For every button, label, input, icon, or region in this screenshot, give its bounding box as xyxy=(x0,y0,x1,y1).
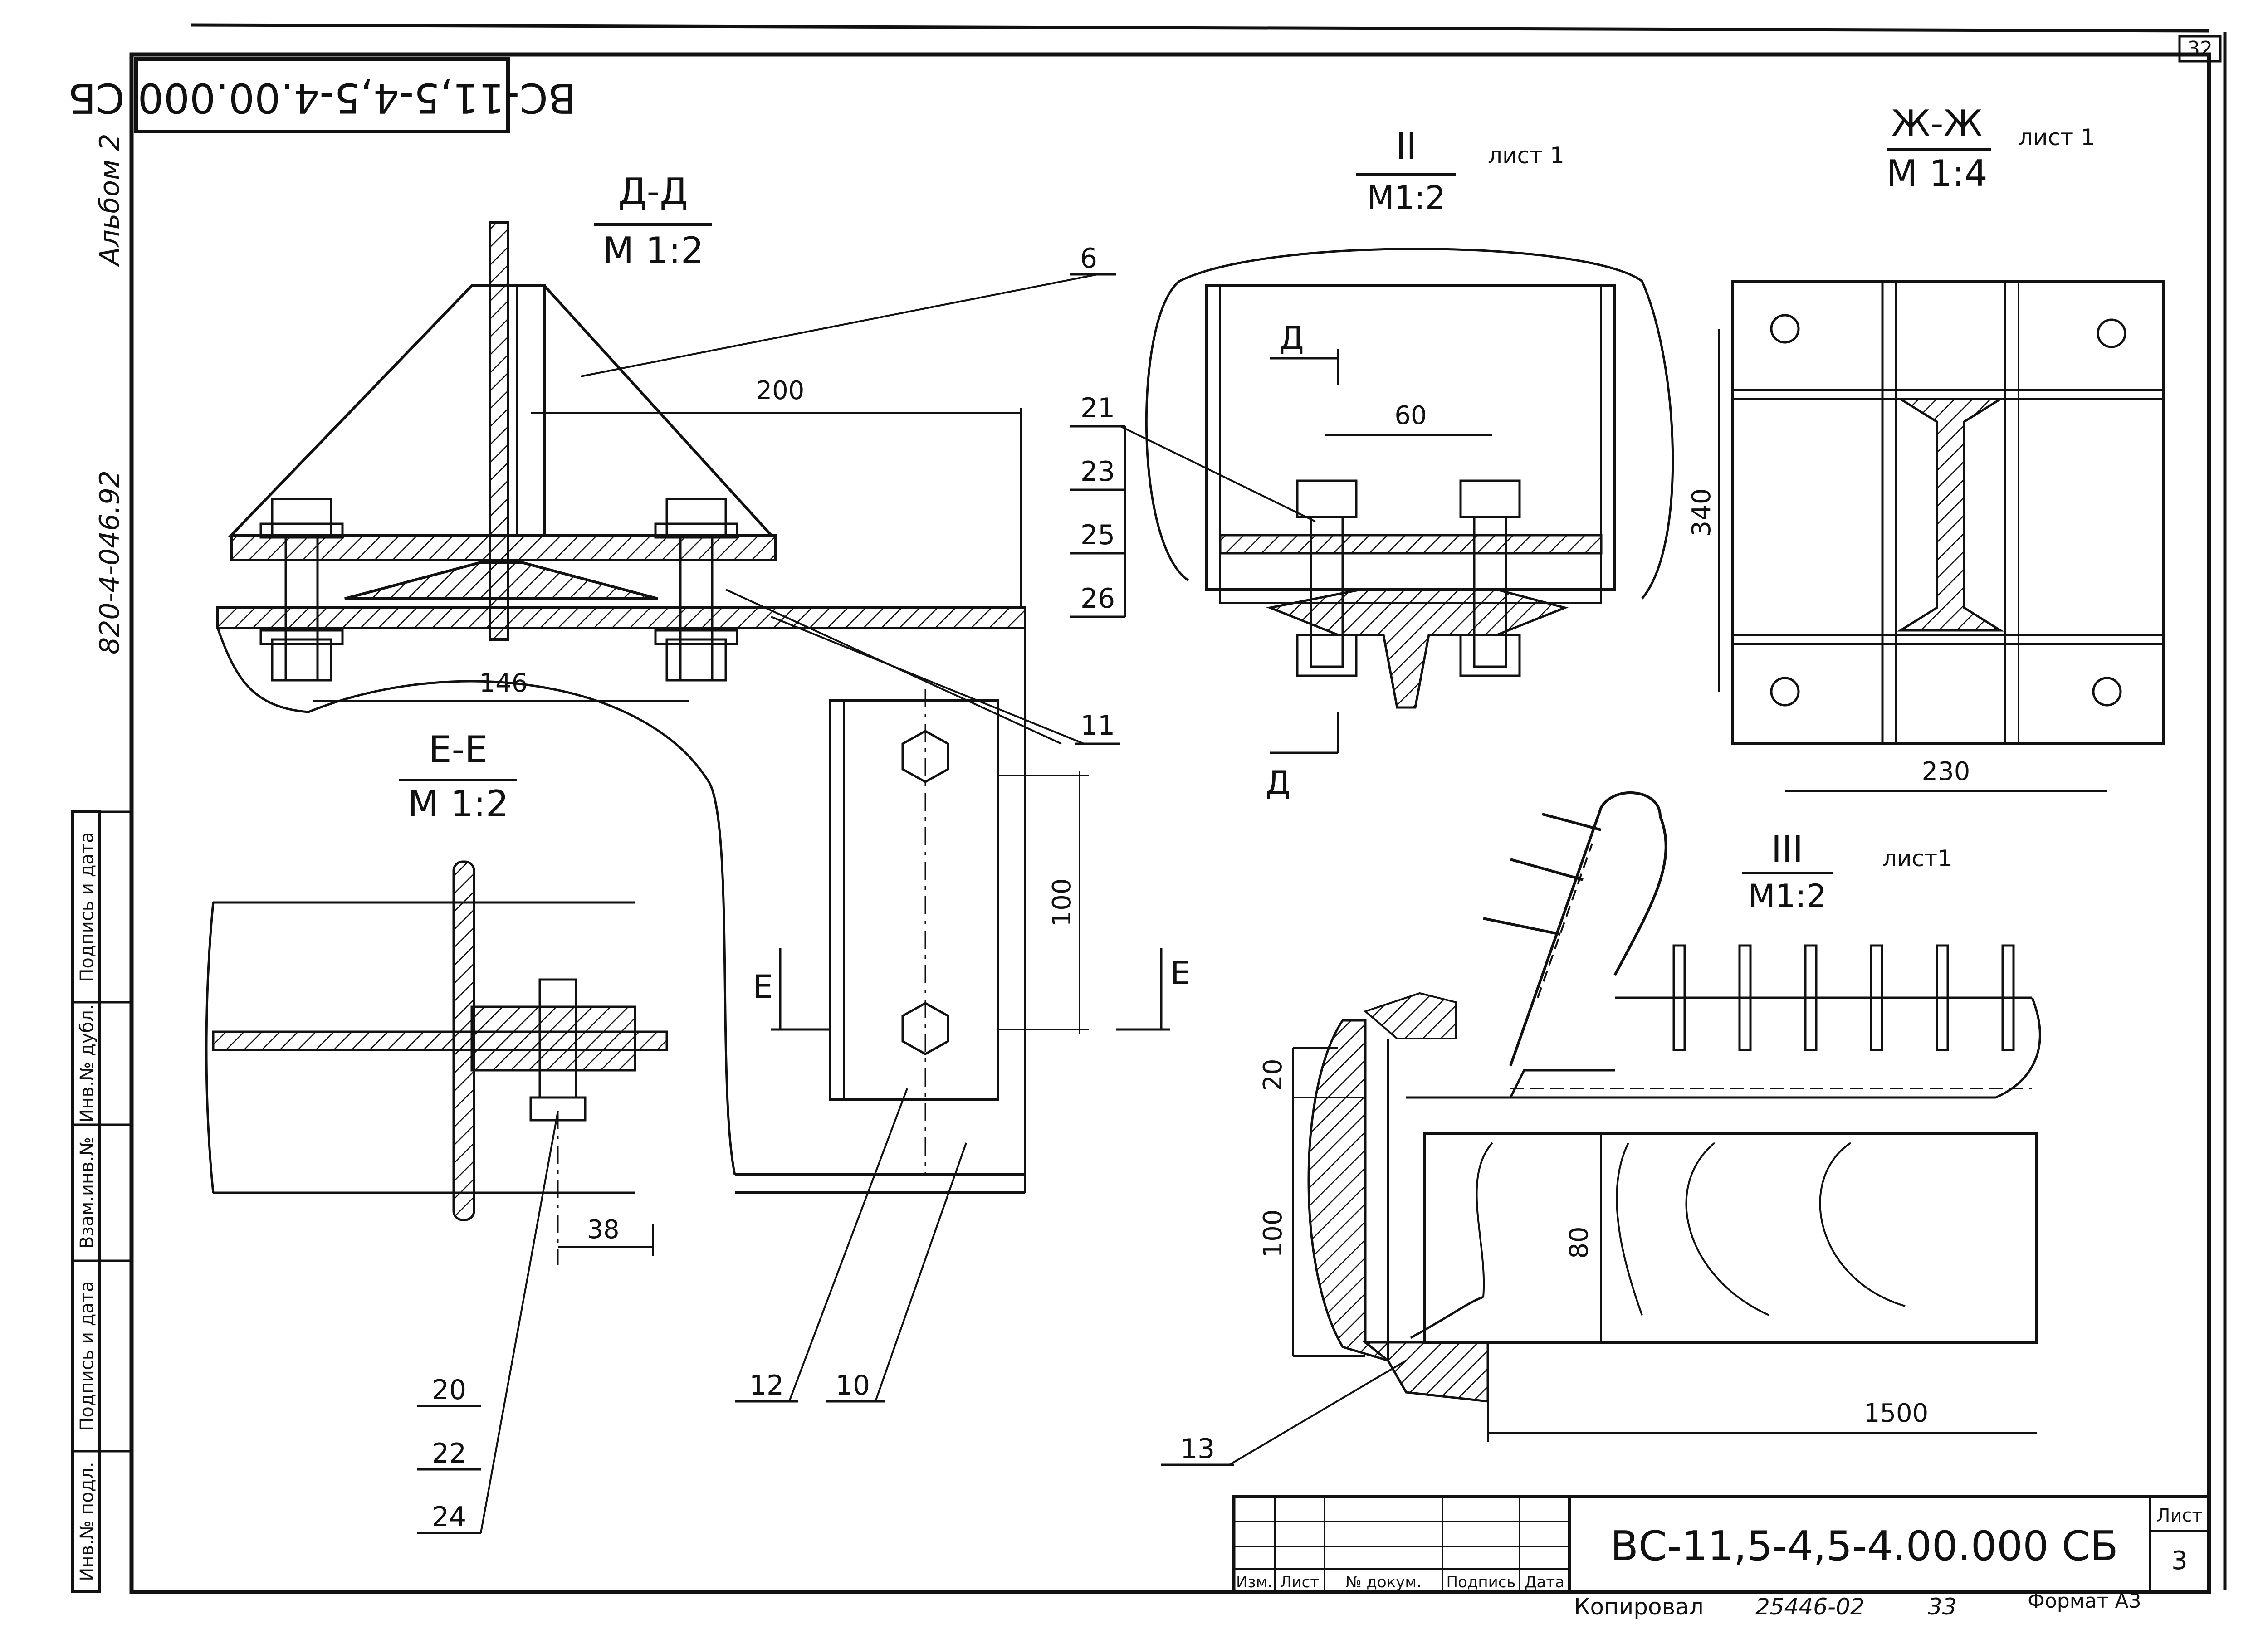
view-ee-scale: М 1:2 xyxy=(407,783,508,825)
view-iii-scale: М1:2 xyxy=(1748,878,1826,915)
callout-21: 21 xyxy=(1080,392,1115,424)
footer-copied: Копировал xyxy=(1574,1594,1704,1620)
col-izm: Изм. xyxy=(1236,1573,1272,1591)
section-d-top: Д xyxy=(1279,320,1304,357)
dim-146: 146 xyxy=(479,668,528,698)
rotated-code: ВС-11,5-4,5-4.00.000 СБ xyxy=(68,74,576,122)
bolt-left xyxy=(259,498,344,682)
stamp-vzam-inv: Взам.инв.№ xyxy=(77,1137,98,1249)
col-signature: Подпись xyxy=(1447,1573,1516,1591)
dim-1500: 1500 xyxy=(1864,1399,1929,1428)
bolt-holes-zhzh xyxy=(1770,314,2126,707)
callout-13: 13 xyxy=(1180,1433,1215,1465)
view-dd: Д-Д М 1:2 200 146 xyxy=(216,171,1120,1194)
view-zhzh-title: Ж-Ж xyxy=(1891,102,1982,145)
view-zhzh-sheet: лист 1 xyxy=(2019,124,2095,151)
t-section-flange xyxy=(344,561,658,600)
callout-23: 23 xyxy=(1080,456,1115,488)
sheet-frame: 32 xyxy=(129,23,2227,1594)
left-margin: Альбом 2 820-4-046.92 Подпись и дата Инв… xyxy=(71,134,132,1593)
bolt-right xyxy=(654,498,738,682)
base-plate xyxy=(216,606,1026,629)
title-block: Изм. Лист № докум. Подпись Дата ВС-11,5-… xyxy=(1232,1495,2211,1594)
view-ii: II М1:2 лист 1 60 Д Д 21 2 xyxy=(1070,125,1674,801)
dim-100-section: 100 xyxy=(1258,1210,1288,1258)
callout-12: 12 xyxy=(749,1370,784,1401)
section-e-right: Е xyxy=(1170,955,1190,992)
title-block-code: ВС-11,5-4,5-4.00.000 СБ xyxy=(1610,1522,2118,1570)
view-iii-title: III xyxy=(1771,828,1804,870)
plate-plan: 100 Е Е 12 10 xyxy=(735,689,1190,1403)
callout-20: 20 xyxy=(432,1374,466,1406)
col-list: Лист xyxy=(1280,1573,1319,1591)
callout-10: 10 xyxy=(836,1370,870,1401)
bolt-ii-right xyxy=(1459,479,1521,677)
callout-24: 24 xyxy=(432,1501,466,1533)
series-code: 820-4-046.92 xyxy=(94,470,126,654)
stamp-inv-dubl: Инв.№ дубл. xyxy=(77,1005,98,1123)
col-date: Дата xyxy=(1525,1573,1564,1591)
view-iii-sheet: лист1 xyxy=(1882,845,1952,872)
dim-38: 38 xyxy=(587,1215,619,1244)
footer: Копировал 25446-02 33 Формат А3 xyxy=(1574,1590,2141,1620)
sheet-label: Лист xyxy=(2156,1505,2202,1526)
dim-80: 80 xyxy=(1564,1226,1594,1258)
view-ii-sheet: лист 1 xyxy=(1488,142,1564,169)
page-number: 32 xyxy=(2187,37,2213,60)
stamp-signature-1: Подпись и дата xyxy=(77,832,98,982)
view-ee: Е-Е М 1:2 38 20 22 24 xyxy=(205,728,668,1534)
dim-60: 60 xyxy=(1394,401,1427,430)
section-d-bottom: Д xyxy=(1266,764,1290,801)
album-label: Альбом 2 xyxy=(94,134,126,268)
sheet-number: 3 xyxy=(2171,1546,2188,1575)
view-dd-scale: М 1:2 xyxy=(602,229,704,272)
callout-11: 11 xyxy=(1080,710,1115,741)
callout-6: 6 xyxy=(1080,243,1097,274)
bolt-ii-left xyxy=(1296,479,1358,677)
dim-20: 20 xyxy=(1258,1058,1288,1091)
top-flange-plate xyxy=(230,534,777,561)
view-ee-title: Е-Е xyxy=(429,728,488,771)
view-iii: III М1:2 лист1 80 20 xyxy=(1161,791,2041,1466)
view-zhzh-scale: М 1:4 xyxy=(1886,152,1987,195)
footer-format: Формат А3 xyxy=(2028,1590,2141,1613)
stamp-signature-2: Подпись и дата xyxy=(77,1281,98,1431)
view-zhzh: Ж-Ж М 1:4 лист 1 340 230 xyxy=(1687,102,2165,792)
view-dd-title: Д-Д xyxy=(618,171,688,213)
view-ii-scale: М1:2 xyxy=(1367,179,1445,216)
dim-230: 230 xyxy=(1922,757,1970,786)
callout-22: 22 xyxy=(432,1438,466,1469)
dim-100-plate: 100 xyxy=(1047,878,1077,927)
view-ii-title: II xyxy=(1395,125,1417,167)
footer-number: 33 xyxy=(1928,1594,1957,1620)
dim-200: 200 xyxy=(756,376,805,405)
section-e-left: Е xyxy=(753,968,773,1005)
callout-26: 26 xyxy=(1080,583,1115,615)
footer-order: 25446-02 xyxy=(1755,1594,1865,1620)
rotated-code-box: ВС-11,5-4,5-4.00.000 СБ xyxy=(68,57,576,133)
gusset-right xyxy=(516,284,774,537)
dim-340: 340 xyxy=(1687,488,1716,537)
stamp-inv-podl: Инв.№ подл. xyxy=(77,1462,98,1581)
col-doc-no: № докум. xyxy=(1345,1573,1422,1591)
callout-25: 25 xyxy=(1080,519,1115,551)
